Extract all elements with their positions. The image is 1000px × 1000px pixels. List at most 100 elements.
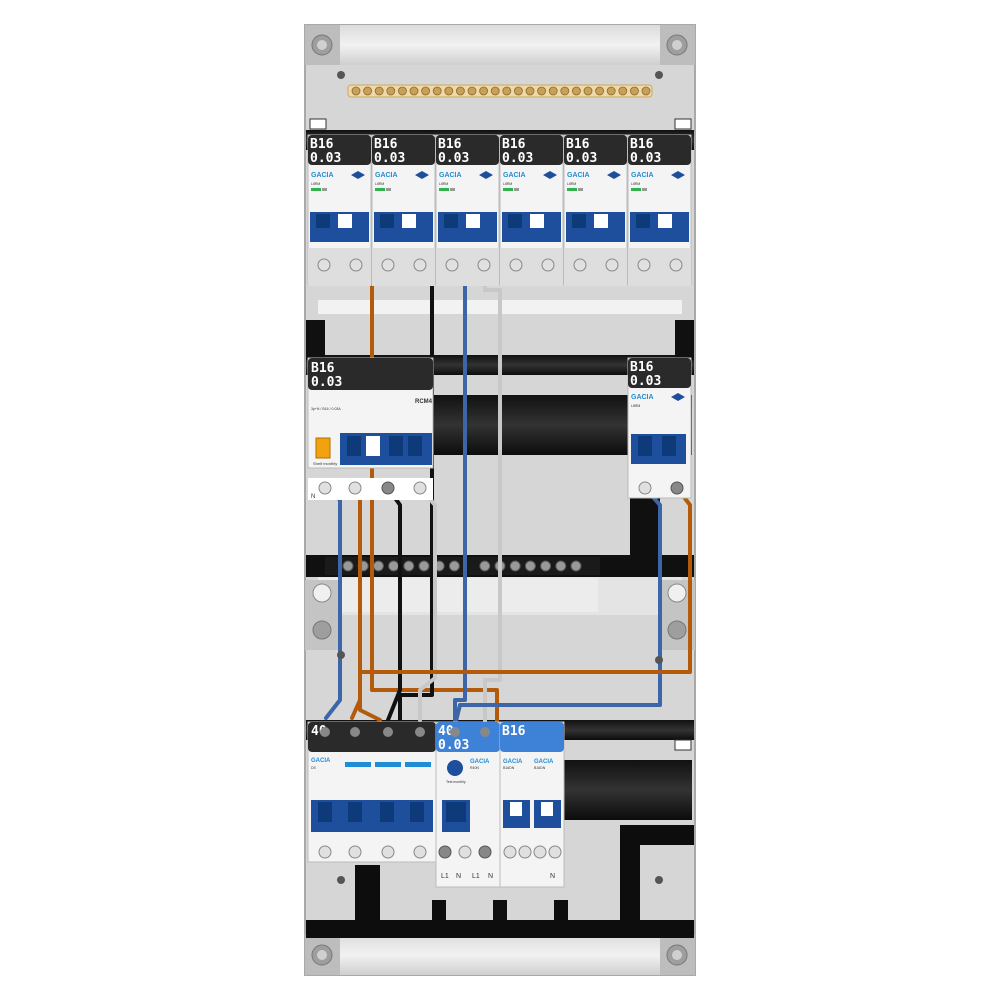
brand-label: GACIA xyxy=(375,172,398,179)
terminal-screw xyxy=(541,258,555,272)
sensitivity-label: 0.03 xyxy=(310,151,341,166)
busbar-screw xyxy=(606,86,616,96)
neutral-terminal-block xyxy=(325,557,600,575)
brand-label: GACIA xyxy=(311,172,334,179)
brand-label: GACIA xyxy=(503,759,523,765)
model-label: L8RM xyxy=(439,182,448,186)
busbar-screw xyxy=(514,86,523,96)
brand-label: GACIA xyxy=(311,758,331,764)
brand-label: GACIA xyxy=(439,172,462,179)
sensitivity-label: 0.03 xyxy=(438,151,469,166)
middle-row: B16 0.03 RCM4 3p+N / B16 / 0.03A Shelf m… xyxy=(307,357,692,500)
enclosure-screws xyxy=(337,71,663,884)
test-label: Shelf monthly xyxy=(313,461,337,466)
test-label: Test monthly xyxy=(446,780,466,784)
terminal-screw xyxy=(573,258,587,272)
main-switch[interactable]: 40 GACIA DS xyxy=(307,721,437,863)
neutral-terminal-screw xyxy=(372,560,384,572)
model-label: R40N xyxy=(470,766,479,770)
rating-label: B16 xyxy=(310,137,334,152)
busbar-screw xyxy=(467,86,477,96)
busbar-screw xyxy=(374,86,384,96)
brand-label: GACIA xyxy=(503,172,526,179)
bottom-row: 40 GACIA DS 40 0.03 GA xyxy=(307,71,663,888)
terminal-screw xyxy=(669,258,683,272)
brand-label: GACIA xyxy=(470,759,490,765)
sensitivity-label: 0.03 xyxy=(566,151,597,166)
busbar-screw xyxy=(490,86,500,96)
terminal-label: N xyxy=(456,873,461,880)
rcd-2-pole[interactable]: 40 0.03 GACIA R40N Test monthly xyxy=(435,721,501,888)
sensitivity-label: 0.03 xyxy=(502,151,533,166)
busbar-screw xyxy=(548,86,558,96)
busbar-screw xyxy=(351,86,361,96)
busbar-screw xyxy=(363,86,373,96)
busbar-screw xyxy=(595,86,604,96)
terminal-screw xyxy=(445,258,459,272)
sensitivity-label: 0.03 xyxy=(630,151,661,166)
sensitivity-label: 0.03 xyxy=(438,738,469,753)
brand-logo-icon xyxy=(479,171,493,179)
terminal-screw xyxy=(349,258,363,272)
busbar-screw xyxy=(583,86,593,96)
terminal-screws xyxy=(318,481,427,495)
screw-icon xyxy=(660,25,695,65)
brand-label: GACIA xyxy=(631,172,654,179)
model-label: DS xyxy=(311,766,317,770)
terminal-screw xyxy=(413,258,427,272)
brand-logo-icon xyxy=(671,171,685,179)
busbar-screw xyxy=(397,86,407,96)
rating-label: B16 xyxy=(374,137,398,152)
model-label: L8RM xyxy=(631,404,640,408)
busbar-screw xyxy=(421,86,431,96)
wire-grey xyxy=(483,268,502,724)
busbar-screw xyxy=(641,86,651,96)
model-label: L8RM xyxy=(631,182,640,186)
busbar-screw xyxy=(618,86,628,96)
rating-label: B16 xyxy=(630,360,654,375)
neutral-terminal-screw xyxy=(418,560,430,572)
model-label: L8RM xyxy=(567,182,576,186)
rating-label: B16 xyxy=(438,137,462,152)
brand-logo-icon xyxy=(671,393,685,401)
screw-icon xyxy=(305,580,340,650)
busbar-screw xyxy=(630,86,639,96)
brand-label: GACIA xyxy=(534,759,554,765)
model-label: L8RM xyxy=(503,182,512,186)
busbar-screw xyxy=(525,86,535,96)
busbar-screw xyxy=(432,86,442,96)
busbar-screw xyxy=(479,86,489,96)
rating-label: B16 xyxy=(311,361,335,376)
model-label: B16DN xyxy=(534,766,546,770)
busbar-screw xyxy=(386,86,396,96)
rcbo-right[interactable]: B16 0.03 GACIA L8RM xyxy=(627,357,692,499)
busbar-screw xyxy=(537,86,546,96)
test-button[interactable] xyxy=(315,437,331,459)
rcd-4-pole[interactable]: B16 0.03 RCM4 3p+N / B16 / 0.03A Shelf m… xyxy=(307,357,434,500)
terminal-screw xyxy=(317,258,331,272)
screw-icon xyxy=(660,935,695,975)
screw-icon xyxy=(305,935,340,975)
earth-busbar xyxy=(347,84,653,98)
rating-label: B16 xyxy=(566,137,590,152)
sensitivity-label: 0.03 xyxy=(374,151,405,166)
model-label: B16DN xyxy=(503,766,515,770)
model-label: L8RM xyxy=(375,182,384,186)
busbar-screw xyxy=(502,86,512,96)
neutral-terminal-screw xyxy=(524,560,536,572)
brand-logo-icon xyxy=(415,171,429,179)
test-button[interactable] xyxy=(447,760,463,776)
mcb-pair[interactable]: B16 GACIA B16DN GACIA B16DN xyxy=(499,721,565,888)
terminal-screw xyxy=(637,258,651,272)
screw-icon xyxy=(305,25,340,65)
terminal-screw xyxy=(381,258,395,272)
busbar-screw xyxy=(409,86,419,96)
